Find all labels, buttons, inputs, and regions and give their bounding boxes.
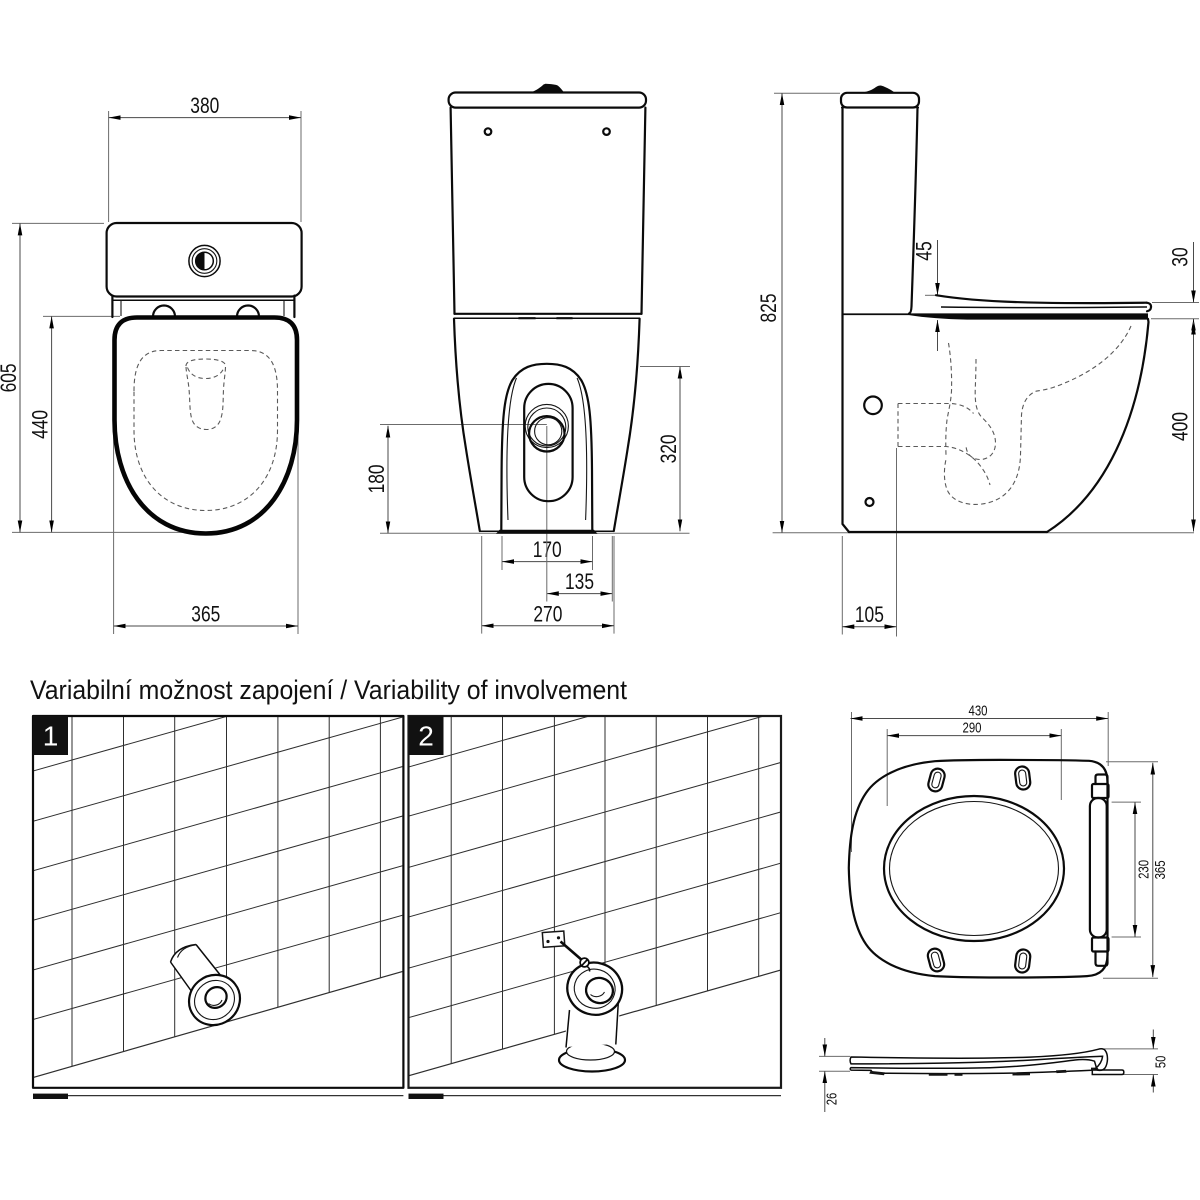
svg-text:180: 180 [364,464,389,493]
svg-text:2: 2 [418,721,434,752]
svg-text:26: 26 [823,1093,840,1106]
svg-text:605: 605 [0,363,21,392]
svg-text:320: 320 [656,434,681,463]
svg-text:45: 45 [912,241,937,261]
svg-text:365: 365 [1152,860,1169,879]
svg-text:825: 825 [756,294,781,323]
svg-text:30: 30 [1168,247,1193,267]
svg-text:365: 365 [191,602,220,627]
svg-text:50: 50 [1152,1056,1169,1069]
svg-text:105: 105 [855,602,884,627]
svg-text:290: 290 [963,719,982,736]
svg-text:Variabilní možnost zapojení /: Variabilní možnost zapojení / Variabilit… [30,675,627,705]
svg-text:135: 135 [565,569,594,594]
svg-text:400: 400 [1168,412,1193,441]
svg-text:430: 430 [969,702,988,719]
svg-text:380: 380 [190,93,219,118]
svg-text:440: 440 [28,410,53,439]
svg-text:230: 230 [1135,860,1152,879]
svg-text:270: 270 [533,601,562,626]
svg-text:1: 1 [43,721,59,752]
